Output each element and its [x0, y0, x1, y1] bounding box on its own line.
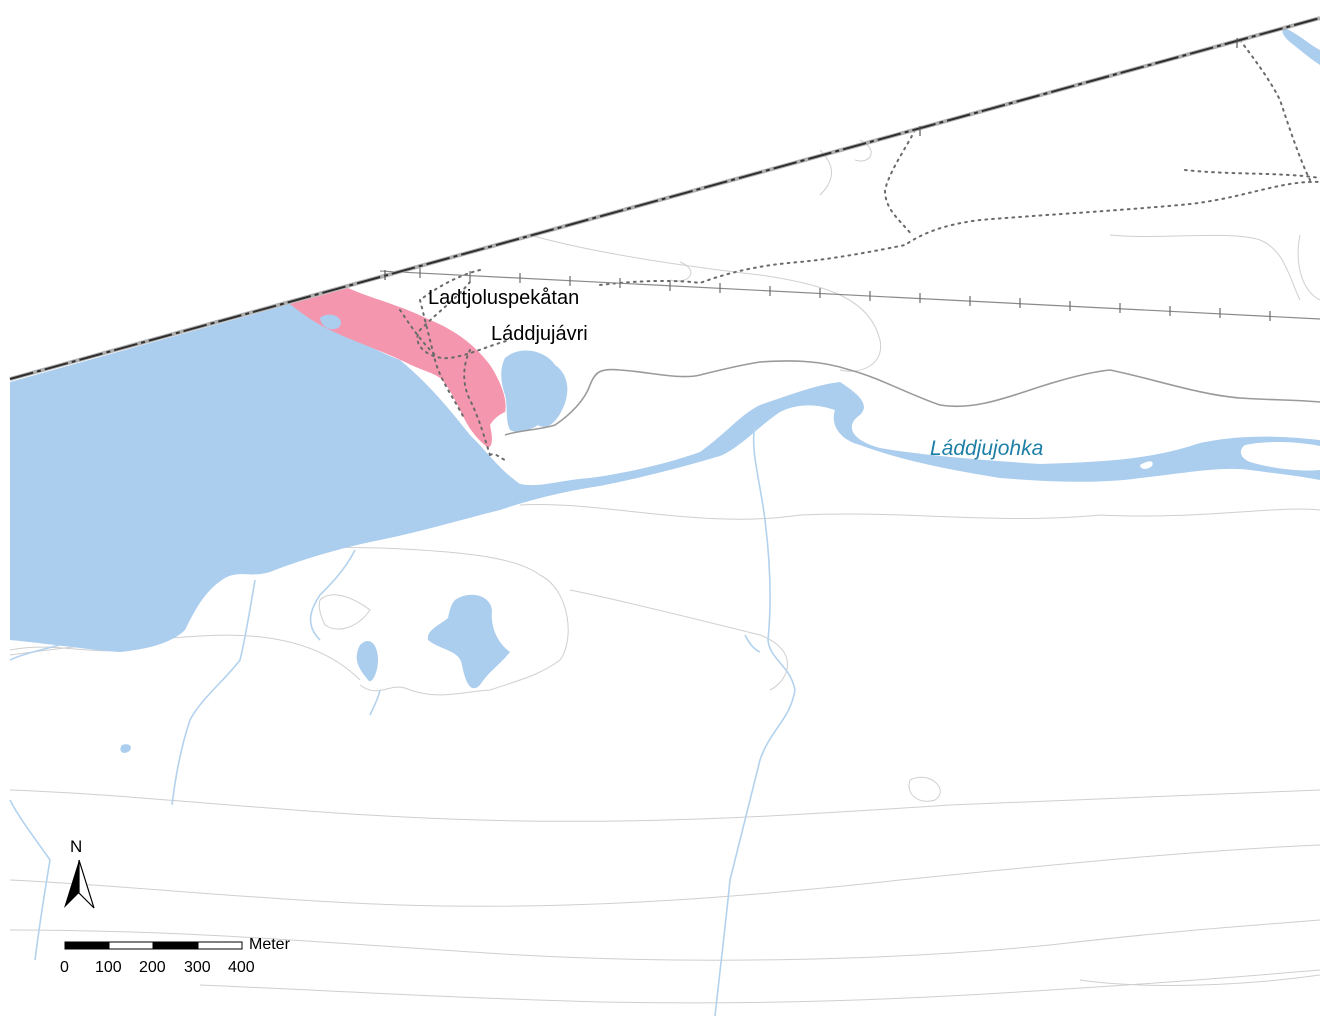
lake-laddjujavri — [501, 350, 568, 433]
scale-seg-3 — [152, 941, 199, 950]
north-arrow: N — [64, 837, 95, 909]
trails — [399, 39, 1320, 461]
lake-northeast — [1282, 28, 1320, 65]
scale-tick-0: 0 — [60, 959, 69, 976]
road — [504, 360, 1320, 436]
river-islet — [1140, 461, 1153, 469]
scale-tick-200: 200 — [139, 959, 166, 976]
north-arrow-left-half — [64, 860, 79, 908]
boundary-line-thin — [379, 270, 1320, 320]
river-label-laddjujohka: Láddjujohka — [930, 437, 1043, 460]
lake-pond-a — [427, 594, 510, 689]
scale-unit: Meter — [249, 936, 291, 953]
scale-tick-300: 300 — [184, 959, 211, 976]
lake-large — [10, 304, 1320, 652]
lake-pond-c — [120, 744, 131, 753]
lake-pond-b — [356, 640, 378, 682]
scale-seg-2 — [108, 941, 154, 950]
place-label-laddjujavri: Láddjujávri — [491, 323, 588, 345]
scale-bar: Meter 0 100 200 300 400 — [60, 936, 291, 976]
river-island — [1240, 442, 1320, 471]
national-boundary — [9, 17, 1320, 380]
boundary-ticks — [419, 268, 1271, 321]
north-arrow-letter: N — [70, 837, 82, 856]
scale-tick-100: 100 — [95, 959, 122, 976]
north-arrow-right-half — [78, 859, 95, 909]
highlight-inner-pond — [320, 314, 341, 330]
highlight-area[interactable] — [290, 288, 506, 448]
streams — [9, 424, 796, 1016]
national-boundary-ticks — [384, 38, 1238, 280]
scale-seg-4 — [197, 941, 243, 950]
place-label-ladtjoluspekatan: Ladtjoluspekåtan — [428, 287, 579, 309]
scale-tick-400: 400 — [228, 959, 255, 976]
scale-seg-1 — [64, 941, 110, 950]
